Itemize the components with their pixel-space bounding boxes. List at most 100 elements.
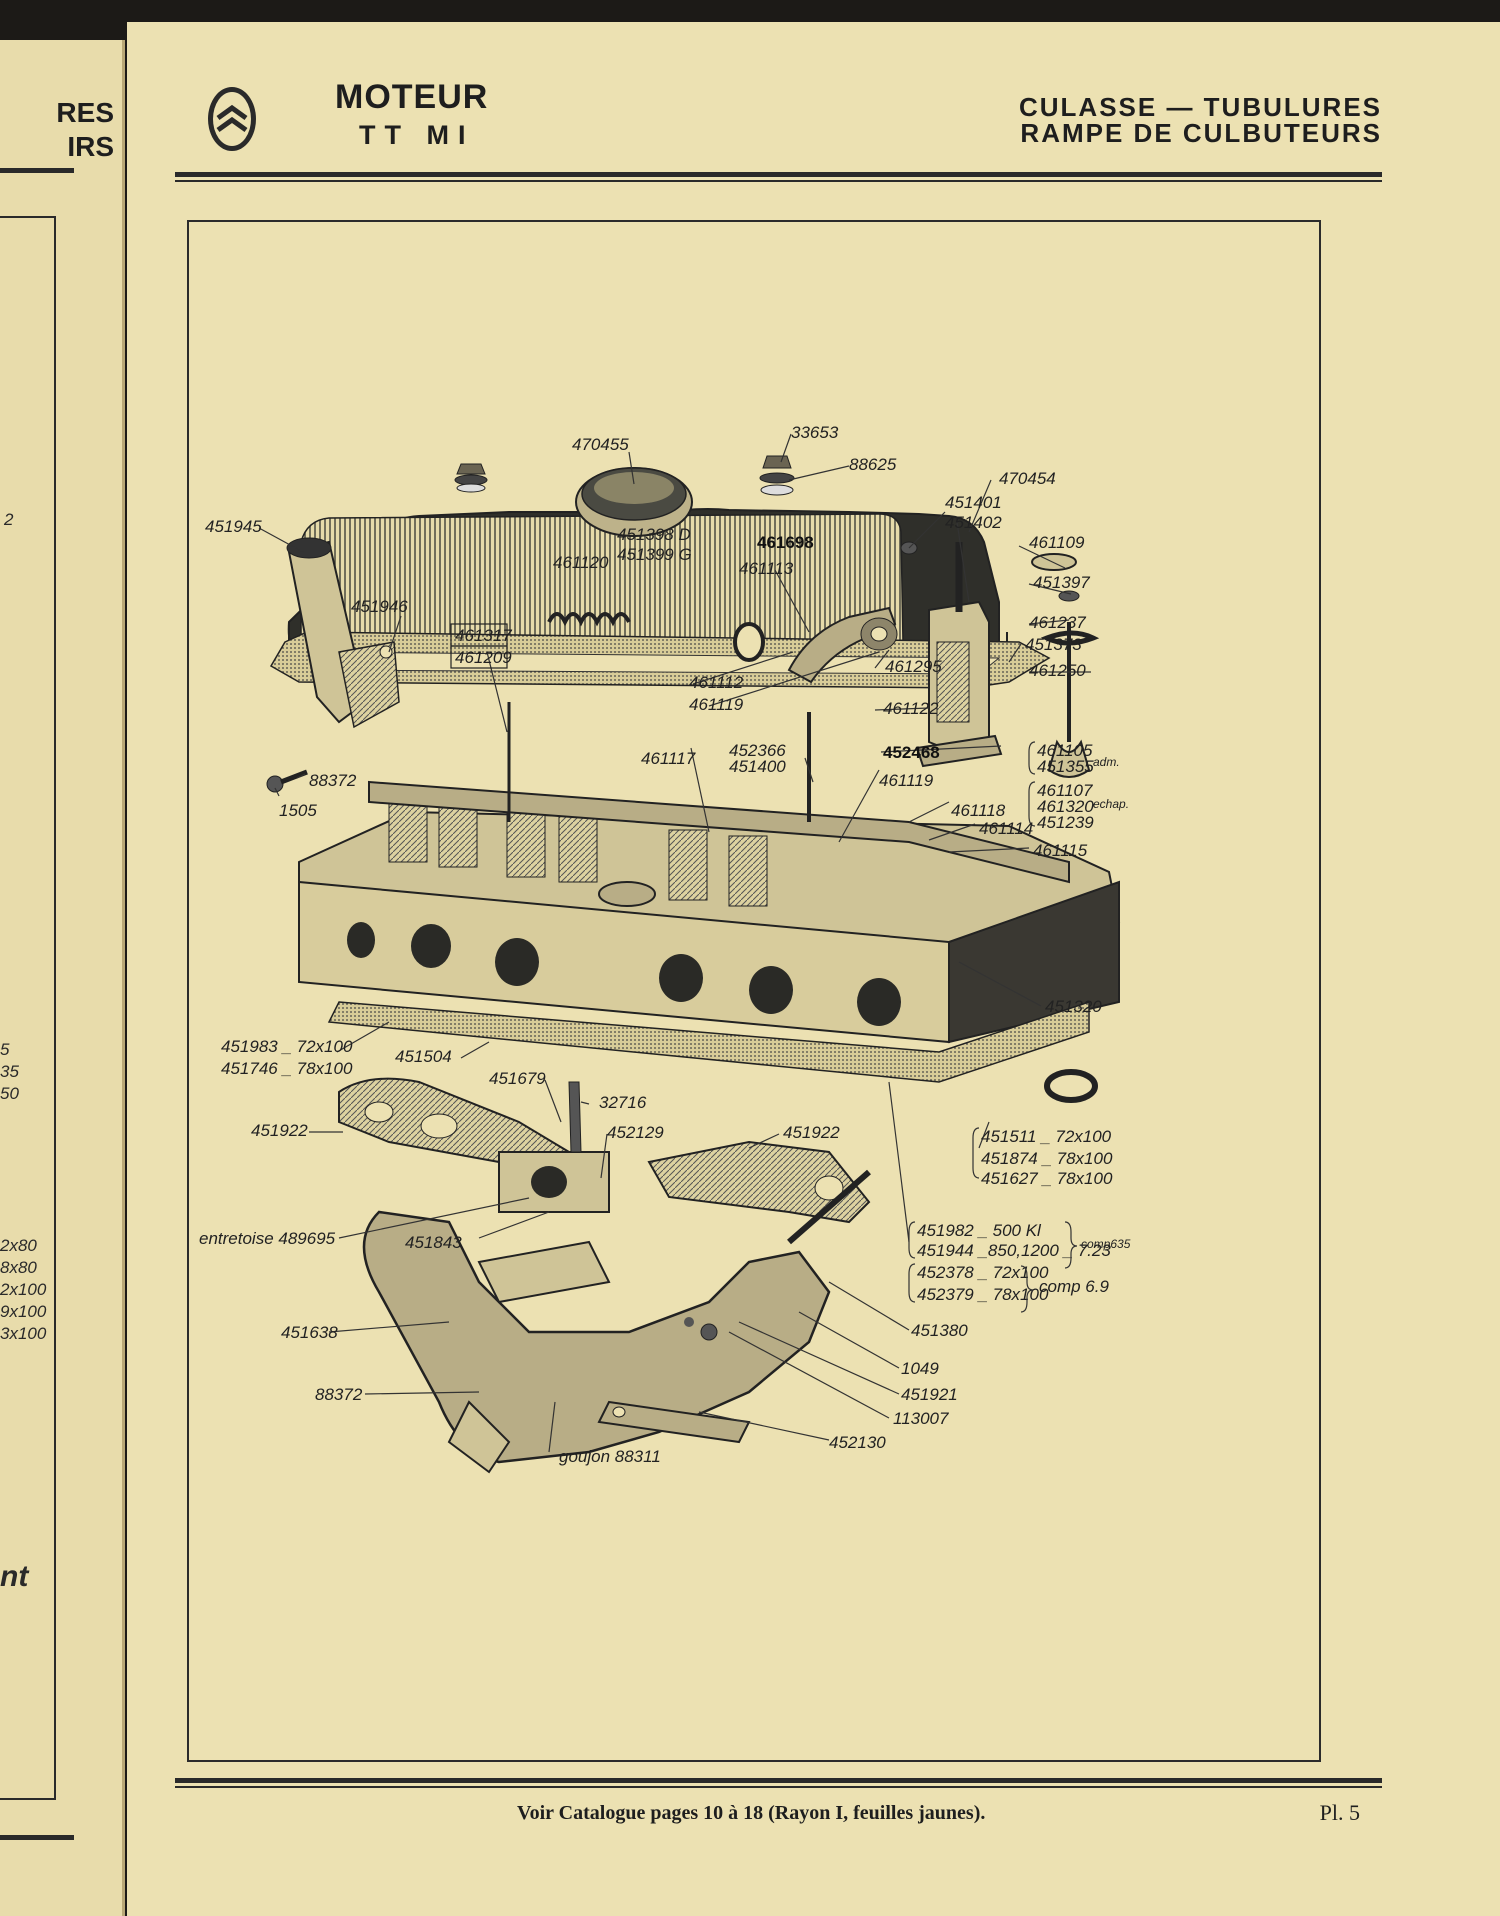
section-title: CULASSE — TUBULURES RAMPE DE CULBUTEURS (1019, 94, 1382, 146)
washer-451511-icon (1044, 1069, 1098, 1103)
part-label: 88372 (315, 1385, 363, 1404)
spring-461120 (547, 612, 631, 627)
left-page-fragment: RES IRS 2 5 35 50 2x80 8x80 2x100 9x100 … (0, 40, 125, 1916)
part-label: 461122 (883, 699, 939, 718)
footer-rule (175, 1778, 1382, 1788)
part-label: 451638 (281, 1323, 338, 1342)
part-label: 32716 (599, 1093, 647, 1112)
part-label: 88372 (309, 771, 357, 790)
part-label: 88625 (849, 455, 897, 474)
part-label: 113007 (893, 1409, 949, 1428)
catalogue-reference: Voir Catalogue pages 10 à 18 (Rayon I, f… (517, 1802, 986, 1824)
left-page-fragment-label: 2x100 (0, 1280, 47, 1299)
citroen-chevron-logo-icon (197, 84, 267, 154)
part-note: echap. (1093, 797, 1129, 811)
plate-number: Pl. 5 (1319, 1800, 1360, 1825)
part-label: 452379 _ 78x100 (917, 1285, 1049, 1304)
part-label: 461250 (1029, 661, 1086, 680)
part-label: 451400 (729, 757, 786, 776)
part-label: 451355 (1037, 757, 1094, 776)
part-label: 451843 (405, 1233, 462, 1252)
left-page-fragment-label: 8x80 (0, 1258, 37, 1277)
exploded-parts-diagram: 470455 33653 88625 470454 451373 451945 … (187, 220, 1321, 1762)
part-label: 451239 (1037, 813, 1094, 832)
bracket (1064, 1221, 1078, 1269)
left-page-fragment-label: 2 (4, 510, 14, 529)
cylinder-head (298, 702, 1121, 1083)
part-label: 452378 _ 72x100 (917, 1263, 1049, 1282)
section-title-line1: CULASSE — TUBULURES (1018, 92, 1382, 122)
rocker-arm (787, 606, 898, 684)
part-label: 461320 (1037, 797, 1094, 816)
head-valve-springs (388, 791, 768, 907)
part-label: 451399 G (617, 545, 692, 564)
left-page-fragment-label: 50 (0, 1084, 19, 1103)
part-label: 451746 _ 78x100 (221, 1059, 353, 1078)
part-label: goujon 88311 (559, 1447, 661, 1466)
boxed-label-frame (450, 645, 508, 669)
part-label: 461114 (979, 819, 1033, 838)
left-page-frame (0, 216, 56, 1800)
part-note: adm. (1093, 755, 1120, 769)
part-labels: 470455 33653 88625 470454 451373 451945 … (199, 423, 1131, 1466)
part-label: 451874 _ 78x100 (981, 1149, 1113, 1168)
section-title-line2: RAMPE DE CULBUTEURS (1020, 118, 1382, 148)
part-label: 451946 (351, 597, 408, 616)
left-page-fragment-label: 2x80 (0, 1236, 37, 1255)
rocker-pedestal (900, 541, 1003, 768)
part-label: 1505 (279, 801, 317, 820)
part-label: 1049 (901, 1359, 939, 1378)
left-page-title-line1: RES (56, 97, 114, 128)
part-label: 470455 (572, 435, 629, 454)
part-label: 461115 (1033, 841, 1088, 860)
manifold-gasket-right (647, 1140, 871, 1224)
bracket (908, 1263, 916, 1303)
part-label: 451401 (945, 493, 1002, 512)
part-label: 461317 (455, 626, 512, 645)
part-label: 33653 (791, 423, 839, 442)
part-note: comp 6.9 (1039, 1277, 1109, 1296)
part-label: 461209 (455, 648, 512, 667)
leader-lines (258, 433, 1091, 1453)
part-label: 451921 (901, 1385, 958, 1404)
part-label: 461118 (951, 801, 1006, 820)
part-label: 470454 (999, 469, 1056, 488)
part-label: 451511 _ 72x100 (981, 1127, 1112, 1146)
rocker-cover (287, 467, 1008, 663)
washer-icon (733, 622, 765, 662)
bracket (972, 1127, 980, 1179)
part-label: 451397 (1033, 573, 1090, 592)
part-label: 451679 (489, 1069, 546, 1088)
left-page-title-line2: IRS (67, 131, 114, 162)
bracket (908, 1221, 916, 1259)
page-title: MOTEUR (335, 78, 489, 116)
part-label: 452129 (607, 1123, 664, 1142)
exhaust-intake-manifold (362, 1081, 871, 1474)
part-label: 452366 (729, 741, 786, 760)
part-label: 461112 (689, 673, 744, 692)
part-label: 452130 (829, 1433, 886, 1452)
part-label: 451627 _ 78x100 (981, 1169, 1113, 1188)
part-label: 451944 _850,1200 _ 7.23 (917, 1241, 1111, 1260)
bracket (1020, 1265, 1034, 1313)
part-label: 451982 _ 500 Kl (917, 1221, 1042, 1240)
left-page-fragment-label: nt (0, 1560, 29, 1593)
part-label: 451320 (1045, 997, 1102, 1016)
bolt-88372 (266, 769, 308, 793)
cover-nuts (454, 455, 795, 496)
left-page-fragment-label: 35 (0, 1062, 19, 1081)
part-note: comp635 (1081, 1237, 1131, 1251)
part-label: 451402 (945, 513, 1002, 532)
part-label: 451945 (205, 517, 262, 536)
part-label: 461109 (1029, 533, 1085, 552)
diagram-canvas: 470455 33653 88625 470454 451373 451945 … (199, 423, 1131, 1474)
left-page-title: RES IRS (56, 96, 114, 164)
part-label: 452468 (883, 743, 940, 762)
oil-filler-neck (286, 537, 400, 729)
part-label: 461107 (1037, 781, 1093, 800)
part-label: 451398 D (617, 525, 691, 544)
valve-assembly (1031, 553, 1100, 778)
part-label: 461120 (553, 553, 609, 572)
page-subtitle: TT MI (359, 120, 475, 150)
left-page-rule (0, 168, 74, 173)
